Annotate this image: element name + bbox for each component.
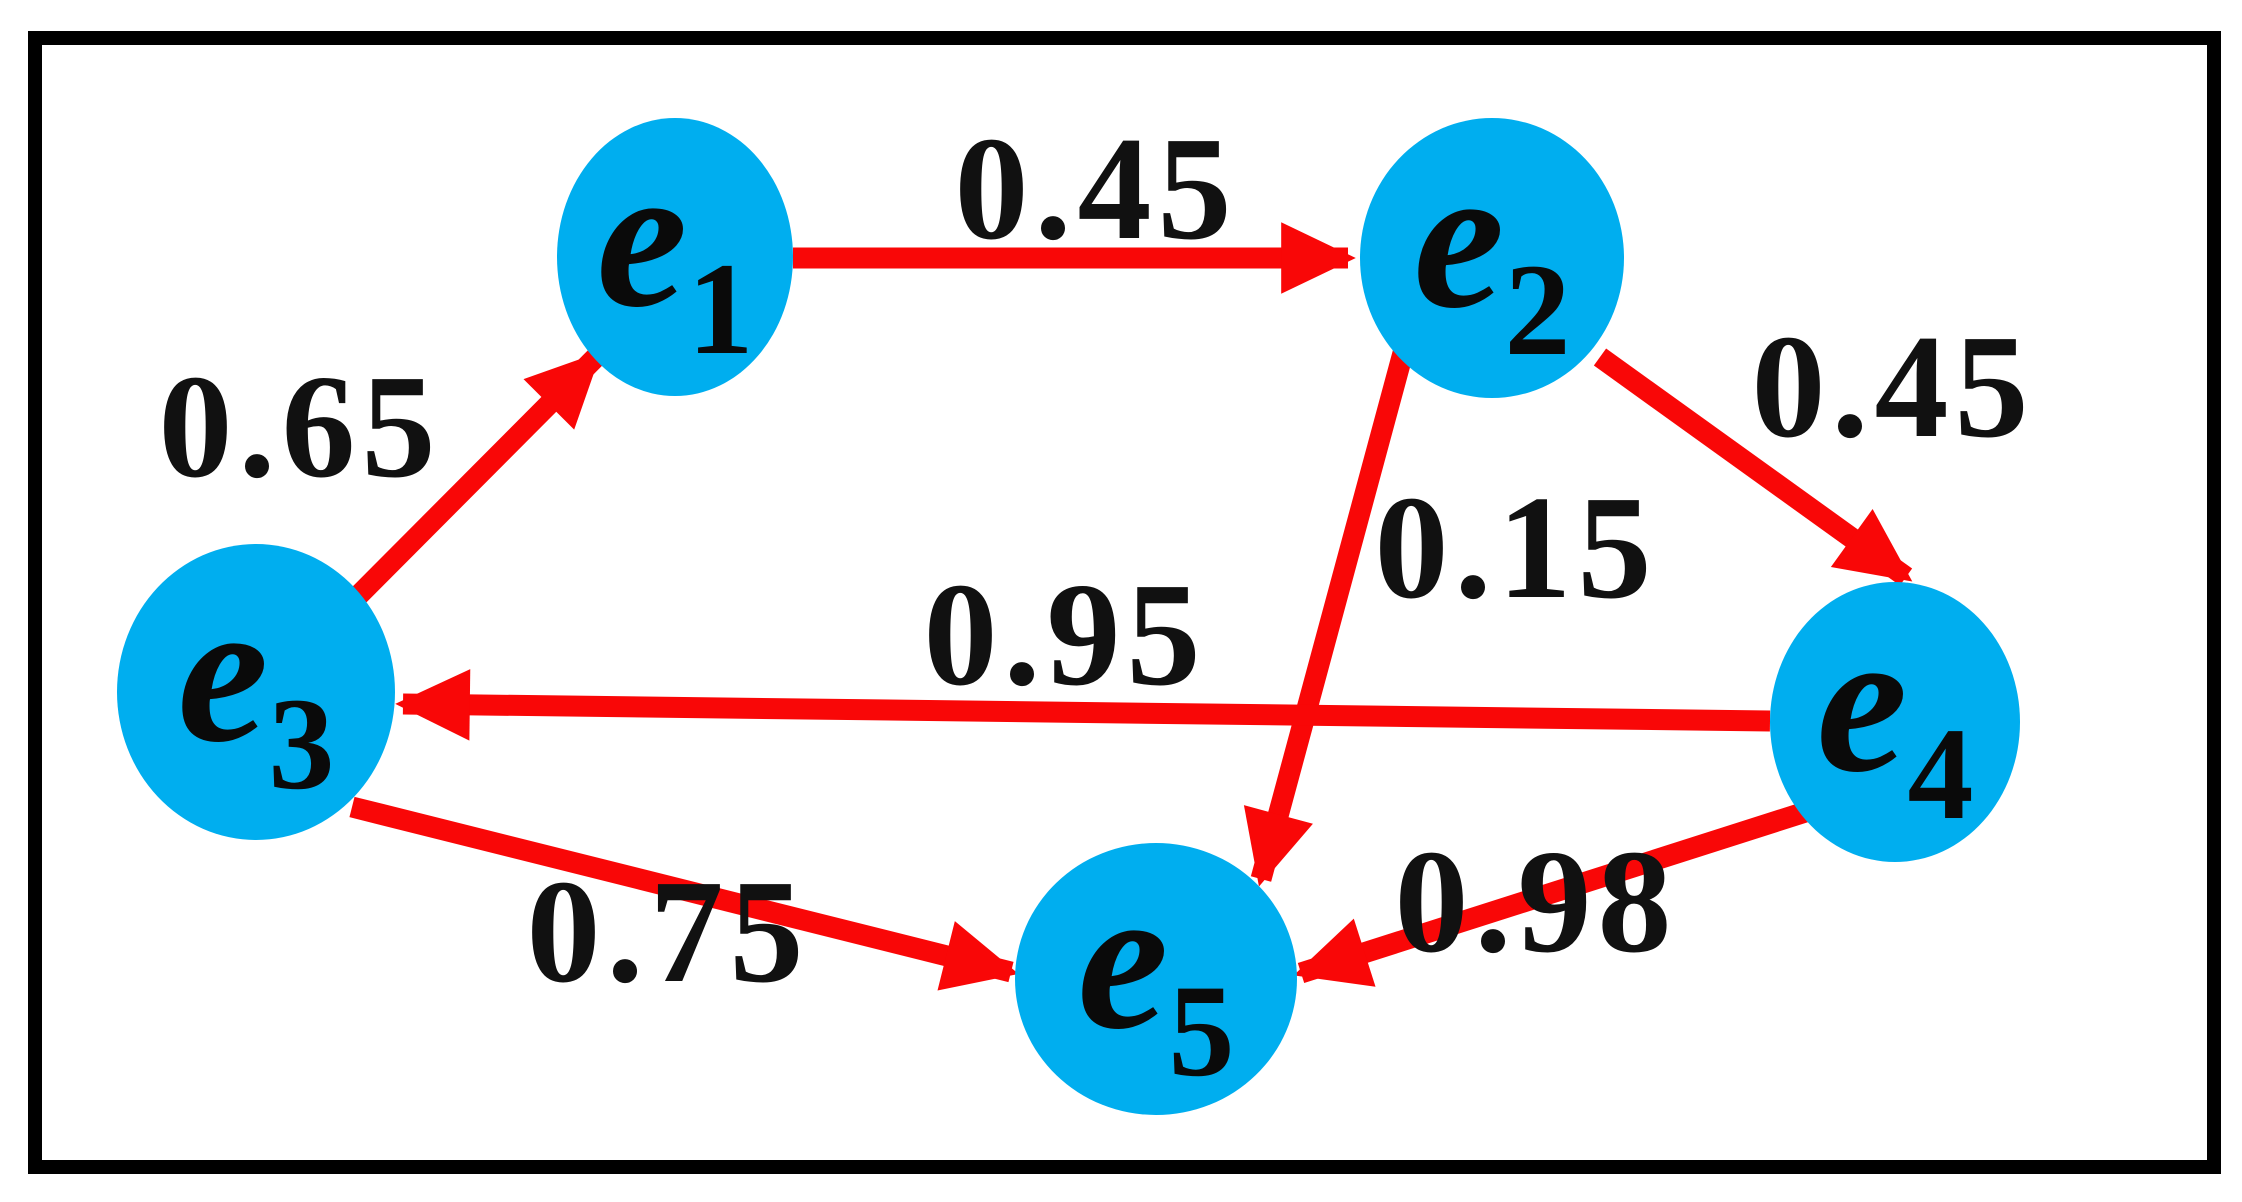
edge-e2-e4: [1593, 348, 1913, 586]
edge-e3-e1: [343, 349, 604, 611]
node-e4: [1770, 582, 2020, 862]
edge-e4-e3: [395, 669, 1771, 741]
edge-e4-e5: [1293, 797, 1822, 987]
figure-border: [28, 31, 2221, 1174]
node-label-e4: e4: [1817, 588, 1974, 847]
node-label-e2: e2: [1414, 124, 1571, 383]
node-label-e3: e3: [178, 558, 335, 817]
nodes-layer: e1 e2 e3 e4 e5: [117, 118, 2020, 1115]
edge-weight-e3-e5: 0.75: [527, 850, 810, 1014]
node-e5: [1015, 843, 1297, 1115]
node-e3: [117, 544, 395, 840]
node-e2: [1360, 118, 1624, 398]
edge-weights-layer: 0.45 0.65 0.45 0.15 0.95 0.75 0.98: [159, 107, 2035, 1014]
edge-weight-e4-e3: 0.95: [924, 553, 1207, 717]
edge-weight-e1-e2: 0.45: [955, 107, 1238, 271]
edge-weight-e2-e4: 0.45: [1752, 305, 2035, 469]
node-label-e5: e5: [1078, 845, 1235, 1104]
edge-weight-e2-e5: 0.15: [1375, 466, 1658, 630]
edge-weight-e3-e1: 0.65: [159, 345, 442, 509]
node-label-e1: e1: [597, 123, 754, 382]
edge-e2-e5: [1243, 350, 1414, 887]
edge-weight-e4-e5: 0.98: [1395, 820, 1678, 984]
edges-layer: [343, 222, 1913, 991]
edge-e3-e5: [349, 796, 1019, 991]
node-e1: [557, 118, 793, 396]
